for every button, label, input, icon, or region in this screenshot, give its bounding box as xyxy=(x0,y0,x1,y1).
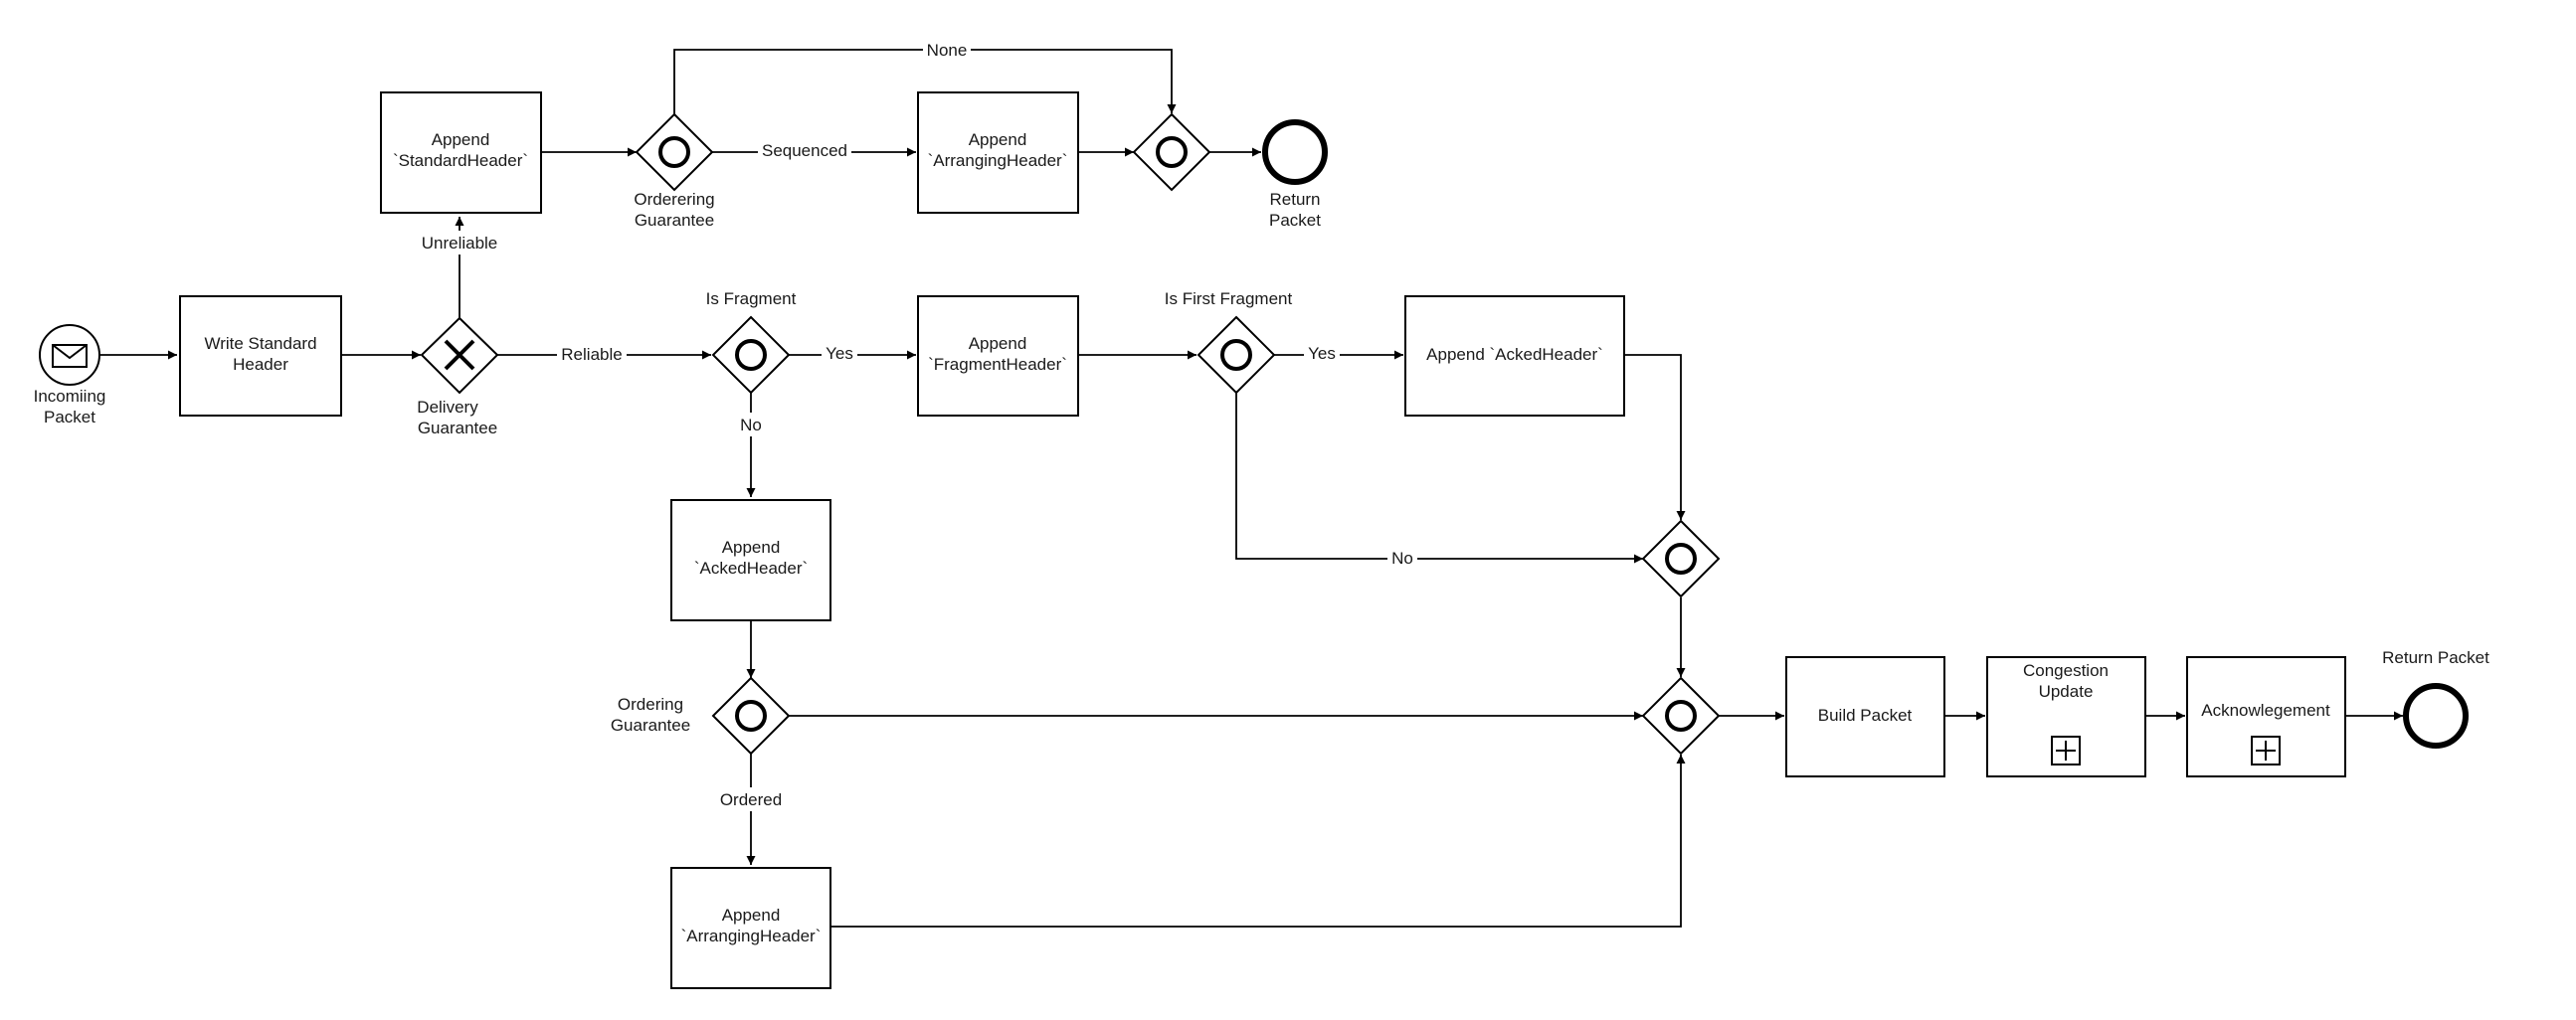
flow-label-unreliable: Unreliable xyxy=(422,234,498,253)
flow-ackedright-to-merge xyxy=(1624,354,1686,520)
inclusive-circle-icon xyxy=(1665,543,1697,575)
flow-labels: Unreliable Reliable None Sequenced Yes N… xyxy=(416,38,1417,811)
subprocess-acknowledgement[interactable]: Acknowlegement xyxy=(2186,656,2346,777)
gateway-label-line1: Delivery xyxy=(417,398,478,417)
end-event-top-label-line1: Return xyxy=(1269,190,1320,209)
task-label-line1: Append xyxy=(432,130,490,149)
gateway-label-line2: Guarantee xyxy=(418,419,497,437)
task-label: Append `AckedHeader` xyxy=(1426,345,1603,364)
inclusive-circle-icon xyxy=(735,339,767,371)
inclusive-circle-icon xyxy=(1156,136,1188,168)
end-event-return-packet-top[interactable]: Return Packet xyxy=(1262,119,1328,230)
task-label-line2: Header xyxy=(233,355,288,374)
gateway-label: Is First Fragment xyxy=(1165,289,1293,308)
flow-label-yes-fragment: Yes xyxy=(826,344,853,363)
task-label-line1: Append xyxy=(722,538,781,557)
task-append-acked-header-right[interactable]: Append `AckedHeader` xyxy=(1404,295,1625,417)
envelope-icon xyxy=(52,344,88,368)
expand-plus-icon[interactable] xyxy=(2051,736,2081,765)
subprocess-congestion-update[interactable]: Congestion Update xyxy=(1986,656,2146,777)
inclusive-circle-icon xyxy=(1665,700,1697,732)
gateway-merge-final[interactable] xyxy=(1641,676,1721,756)
task-label-line1: Append xyxy=(969,334,1027,353)
task-label-line2: `ArrangingHeader` xyxy=(681,927,822,945)
task-label-line2: `ArrangingHeader` xyxy=(928,151,1068,170)
gateway-label-line2: Guarantee xyxy=(611,716,690,735)
flow-label-no-first: No xyxy=(1391,549,1413,568)
gateway-label: Is Fragment xyxy=(706,289,797,308)
gateway-merge-top[interactable] xyxy=(1132,112,1211,192)
gateway-label-line1: Orderering xyxy=(634,190,714,209)
start-event-incoming-packet[interactable]: Incomiing Packet xyxy=(34,324,106,426)
task-label: Build Packet xyxy=(1818,706,1913,725)
task-label-line2: `AckedHeader` xyxy=(694,559,808,578)
end-event-top-label-line2: Packet xyxy=(1269,211,1321,230)
flow-label-sequenced: Sequenced xyxy=(762,141,847,160)
gateway-merge-fragment[interactable] xyxy=(1641,519,1721,598)
flow-label-no-fragment: No xyxy=(740,416,762,434)
gateway-label-line1: Ordering xyxy=(618,695,683,714)
flow-arranging-bottom-to-merge2 xyxy=(830,755,1686,928)
flow-first-no xyxy=(1235,393,1643,564)
gateway-is-first-fragment[interactable]: Is First Fragment xyxy=(1165,289,1293,395)
task-label-line1: Write Standard xyxy=(204,334,316,353)
inclusive-circle-icon xyxy=(735,700,767,732)
start-event-label-line1: Incomiing xyxy=(34,387,106,406)
gateway-delivery-guarantee[interactable]: Delivery Guarantee xyxy=(417,316,499,437)
task-append-acked-header-mid[interactable]: Append `AckedHeader` xyxy=(670,499,831,621)
inclusive-circle-icon xyxy=(658,136,690,168)
task-label-line2: Update xyxy=(2039,682,2094,701)
inclusive-circle-icon xyxy=(1220,339,1252,371)
start-event-label-line2: Packet xyxy=(44,408,95,426)
task-label-line2: `FragmentHeader` xyxy=(928,355,1067,374)
task-label-line1: Congestion xyxy=(2023,661,2109,680)
flow-label-yes-first: Yes xyxy=(1308,344,1336,363)
end-event-right-label: Return Packet xyxy=(2382,648,2489,667)
task-write-standard-header[interactable]: Write Standard Header xyxy=(179,295,342,417)
task-label: Acknowlegement xyxy=(2201,701,2330,720)
gateway-ordering-guarantee-bottom[interactable]: Ordering Guarantee xyxy=(611,676,791,756)
task-label-line1: Append xyxy=(722,906,781,925)
task-append-standard-header[interactable]: Append `StandardHeader` xyxy=(380,91,542,214)
end-event-return-packet-right[interactable]: Return Packet xyxy=(2382,648,2489,749)
flow-label-reliable: Reliable xyxy=(561,345,622,364)
task-label-line1: Append xyxy=(969,130,1027,149)
flow-label-none: None xyxy=(927,41,968,60)
gateway-is-fragment[interactable]: Is Fragment xyxy=(706,289,797,395)
task-label-line2: `StandardHeader` xyxy=(393,151,528,170)
task-append-fragment-header[interactable]: Append `FragmentHeader` xyxy=(917,295,1079,417)
task-append-arranging-header-bottom[interactable]: Append `ArrangingHeader` xyxy=(670,867,831,989)
expand-plus-icon[interactable] xyxy=(2251,736,2281,765)
task-build-packet[interactable]: Build Packet xyxy=(1785,656,1945,777)
gateway-ordering-guarantee-top[interactable]: Orderering Guarantee xyxy=(634,112,715,230)
exclusive-x-icon xyxy=(444,339,475,371)
gateway-label-line2: Guarantee xyxy=(635,211,714,230)
flow-label-ordered: Ordered xyxy=(720,790,782,809)
task-append-arranging-header-top[interactable]: Append `ArrangingHeader` xyxy=(917,91,1079,214)
